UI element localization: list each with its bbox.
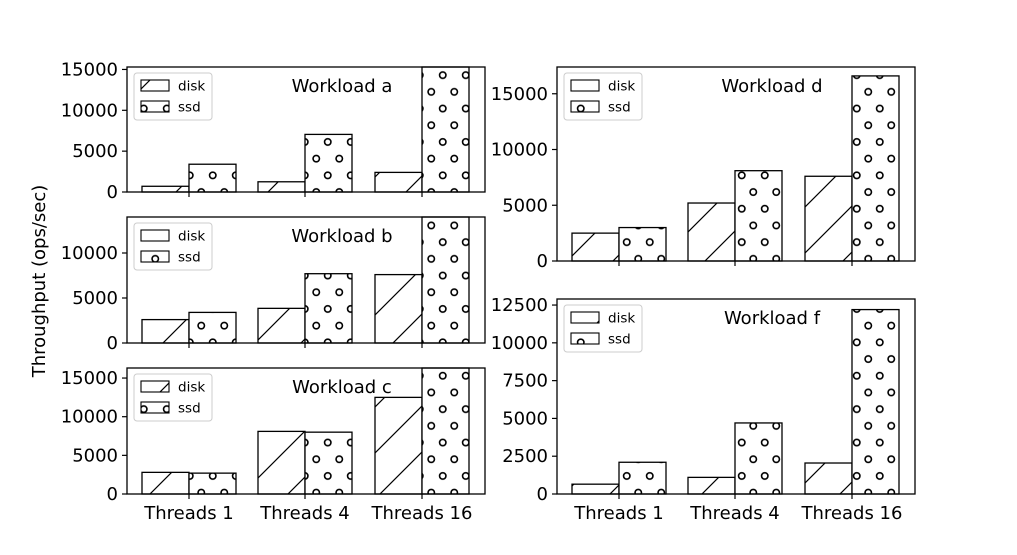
legend-label-ssd: ssd <box>608 100 631 116</box>
ssd-bar-hatch <box>188 472 237 495</box>
disk-bar-hatch <box>374 273 423 344</box>
y-tick-label: 5000 <box>72 141 118 162</box>
ssd-bar-hatch <box>734 170 783 262</box>
legend-swatch-disk <box>570 79 600 92</box>
axes-frame <box>556 66 916 262</box>
ssd-bar-hatch <box>188 163 237 193</box>
ssd-bar-hatch <box>618 461 667 495</box>
disk-bar-hatch <box>374 171 423 193</box>
legend-label-ssd: ssd <box>178 100 201 116</box>
panel-workload-b: 0 5000 10000 Workload b disk ssd <box>61 216 486 354</box>
y-tick-label: 15000 <box>491 84 548 105</box>
axes-frame <box>556 298 916 495</box>
legend-swatch-disk <box>140 380 170 393</box>
y-tick-label: 0 <box>107 484 118 505</box>
legend-swatch-ssd <box>140 100 170 113</box>
y-tick-label: 12500 <box>491 295 548 316</box>
ssd-bar-hatch <box>851 308 900 495</box>
axes-frame <box>126 216 486 344</box>
ssd-bar-hatch <box>618 226 667 262</box>
disk-bar-hatch <box>571 232 620 262</box>
disk-bar-hatch <box>804 175 853 262</box>
y-tick-label: 10000 <box>491 333 548 354</box>
legend-swatch-ssd <box>140 250 170 263</box>
disk-bar-hatch <box>374 396 423 495</box>
panel-title: Workload f <box>724 308 821 329</box>
y-tick-label: 5000 <box>502 195 548 216</box>
legend: disk ssd <box>563 72 643 121</box>
legend-swatch-ssd <box>570 100 600 113</box>
panel-title: Workload c <box>292 377 392 398</box>
y-tick-label: 5000 <box>502 408 548 429</box>
y-tick-label: 10000 <box>61 243 118 264</box>
disk-bar-hatch <box>141 471 190 495</box>
ssd-bar-hatch <box>188 311 237 344</box>
legend-swatch-ssd <box>570 332 600 345</box>
legend: disk ssd <box>133 222 213 271</box>
legend-label-disk: disk <box>608 79 635 95</box>
legend: disk ssd <box>563 304 643 353</box>
panel-title: Workload d <box>721 76 822 97</box>
disk-bar-hatch <box>804 462 853 495</box>
ssd-bar-hatch <box>851 75 900 262</box>
x-tick-label: Threads 4 <box>259 503 350 524</box>
y-tick-label: 10000 <box>61 100 118 121</box>
ssd-bar-hatch <box>421 216 470 344</box>
legend-swatch-disk <box>140 229 170 242</box>
ssd-bar-hatch <box>421 367 470 495</box>
disk-bar-hatch <box>571 483 620 495</box>
x-tick-label: Threads 16 <box>371 503 473 524</box>
x-tick-label: Threads 1 <box>573 503 664 524</box>
legend-swatch-disk <box>570 311 600 324</box>
y-tick-label: 5000 <box>72 445 118 466</box>
legend-label-ssd: ssd <box>608 332 631 348</box>
disk-bar-hatch <box>687 476 736 495</box>
legend-label-ssd: ssd <box>178 401 201 417</box>
disk-bar-hatch <box>257 430 306 495</box>
disk-bar-hatch <box>141 185 190 193</box>
disk-bar-hatch <box>141 318 190 344</box>
disk-bar-hatch <box>257 181 306 193</box>
legend-label-disk: disk <box>608 311 635 327</box>
legend-label-ssd: ssd <box>178 250 201 266</box>
y-tick-label: 5000 <box>72 288 118 309</box>
ssd-bar-hatch <box>421 66 470 193</box>
legend-label-disk: disk <box>178 79 205 95</box>
y-tick-label: 7500 <box>502 371 548 392</box>
panel-title: Workload b <box>291 226 392 247</box>
ssd-bar-hatch <box>304 431 353 495</box>
legend-label-disk: disk <box>178 229 205 245</box>
disk-bar-hatch <box>687 202 736 262</box>
disk-bar-hatch <box>257 307 306 344</box>
legend: disk ssd <box>133 373 213 422</box>
x-tick-label: Threads 1 <box>143 503 234 524</box>
panel-workload-d: 0 5000 10000 15000 Workload d disk ssd <box>491 66 916 272</box>
y-axis-label: Throughput (ops/sec) <box>29 185 50 379</box>
y-tick-label: 0 <box>107 333 118 354</box>
y-tick-label: 15000 <box>61 368 118 389</box>
y-tick-label: 0 <box>107 182 118 203</box>
y-tick-label: 10000 <box>491 140 548 161</box>
legend-label-disk: disk <box>178 380 205 396</box>
ssd-bar-hatch <box>304 133 353 193</box>
axes-frame <box>126 367 486 495</box>
panel-title: Workload a <box>292 76 393 97</box>
y-tick-label: 0 <box>537 251 548 272</box>
y-tick-label: 15000 <box>61 59 118 80</box>
axes-frame <box>126 66 486 193</box>
y-tick-label: 0 <box>537 484 548 505</box>
y-tick-label: 2500 <box>502 446 548 467</box>
legend-swatch-disk <box>140 79 170 92</box>
y-tick-label: 10000 <box>61 407 118 428</box>
x-tick-label: Threads 16 <box>801 503 903 524</box>
ssd-bar-hatch <box>734 422 783 495</box>
ssd-bar-hatch <box>304 273 353 344</box>
legend-swatch-ssd <box>140 401 170 414</box>
legend: disk ssd <box>133 72 213 121</box>
x-tick-label: Threads 4 <box>689 503 780 524</box>
